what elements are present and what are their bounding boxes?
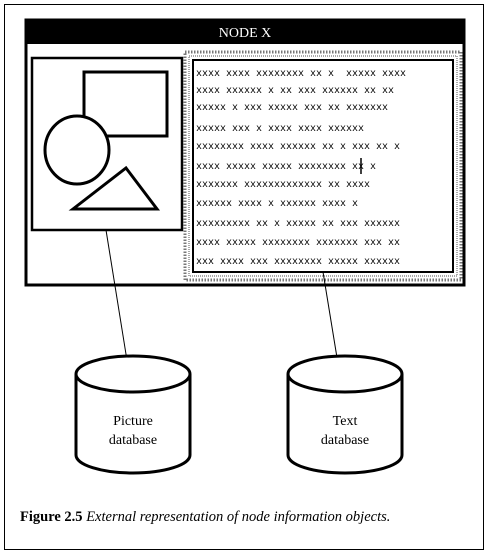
text-line: xxxx xxxxxx x xx xxx xxxxxx xx xx — [196, 86, 394, 97]
text-line: xxxxx x xxx xxxxx xxx xx xxxxxxx — [196, 103, 388, 114]
text-line: xxxxxx xxxx x xxxxxx xxxx x — [196, 199, 358, 210]
text-line: xxxx xxxxx xxxxxxxx xxxxxxx xxx xx — [196, 238, 400, 249]
figure-caption-label: Figure 2.5 — [20, 509, 83, 525]
text-object-frame — [192, 59, 454, 273]
text-database-body — [286, 374, 404, 475]
text-object-lines: xxxx xxxx xxxxxxxx xx x xxxxx xxxx xxxx … — [196, 69, 406, 268]
node-window-title: NODE X — [219, 26, 272, 41]
text-database-label-line2: database — [321, 433, 369, 448]
text-database: Text database — [286, 354, 404, 475]
text-database-top — [286, 354, 404, 394]
circle-shape — [43, 114, 111, 186]
picture-database-top — [74, 354, 192, 394]
text-object: xxxx xxxx xxxxxxxx xx x xxxxx xxxx xxxx … — [183, 50, 463, 282]
text-line: xxxxxxx xxxxxxxxxxxxx xx xxxx — [196, 180, 370, 191]
text-line: xxxxxxxx xxxx xxxxxx xx x xxx xx x — [196, 142, 400, 153]
text-database-label-line1: Text — [333, 414, 358, 429]
figure-border — [4, 4, 484, 550]
figure-caption-text: External representation of node informat… — [86, 509, 391, 525]
text-object-selection-inner — [188, 55, 458, 277]
text-line: xxxxx xxx x xxxx xxxx xxxxxx — [196, 124, 364, 135]
picture-database-label-line1: Picture — [113, 414, 153, 429]
triangle-shape — [68, 165, 161, 211]
text-line: xxx xxxx xxx xxxxxxxx xxxxx xxxxxx — [196, 257, 400, 268]
picture-object — [30, 56, 184, 232]
picture-connector-line — [105, 229, 131, 380]
node-window-titlebar — [26, 20, 464, 44]
text-line: xxxx xxxx xxxxxxxx xx x xxxxx xxxx — [196, 69, 406, 80]
figure-caption: Figure 2.5 External representation of no… — [20, 509, 480, 526]
picture-database: Picture database — [74, 354, 192, 475]
text-line: xxxx xxxxx xxxxx xxxxxxxx xx x — [196, 162, 376, 173]
picture-database-body — [74, 374, 192, 475]
picture-database-label-line2: database — [109, 433, 157, 448]
text-line: xxxxxxxxx xx x xxxxx xx xxx xxxxxx — [196, 219, 400, 230]
